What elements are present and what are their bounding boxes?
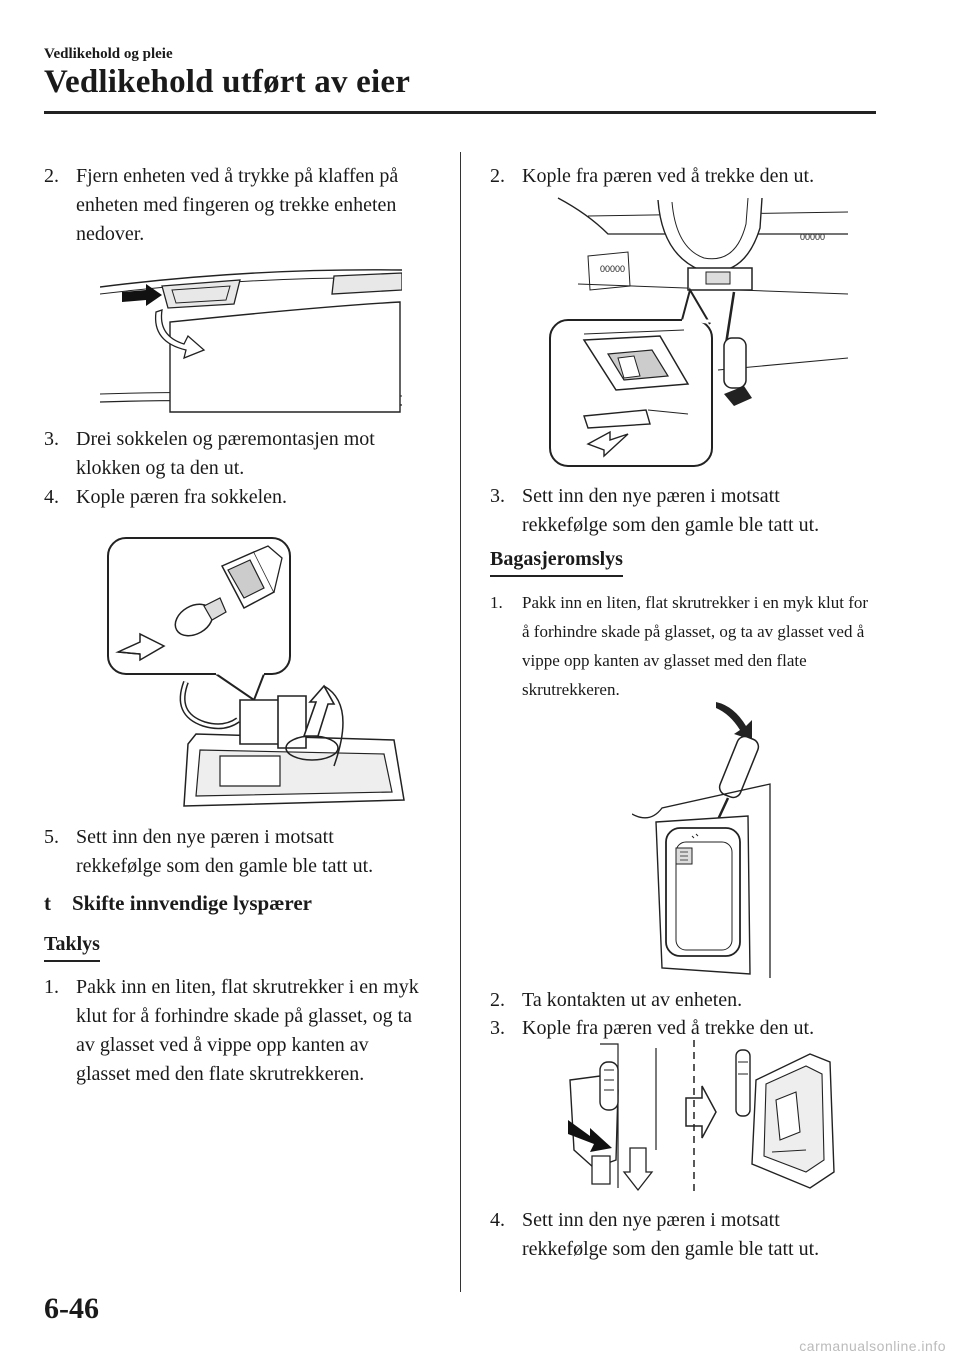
- left-step-4: 4. Kople pæren fra sokkelen.: [44, 483, 424, 512]
- column-divider: [460, 152, 461, 1292]
- step-text: Ta kontakten ut av enheten.: [522, 989, 743, 1011]
- step-text: Sett inn den nye pæren i motsatt rekkefø…: [522, 485, 820, 536]
- page-number: 6-46: [44, 1292, 99, 1325]
- step-text: Fjern enheten ved å trykke på klaffen på…: [76, 165, 399, 245]
- page-title: Vedlikehold utført av eier: [44, 64, 411, 100]
- title-rule: [44, 111, 876, 114]
- subheading-bagasjeromslys: Bagasjeromslys: [490, 548, 623, 577]
- step-text: Kople pæren fra sokkelen.: [76, 486, 288, 508]
- step-number: 1.: [490, 593, 503, 612]
- panel-code-left: 00000: [600, 264, 625, 274]
- bag-step-1: 1. Pakk inn en liten, flat skrutrekker i…: [490, 588, 870, 704]
- step-text: Drei sokkelen og pæremontasjen mot klokk…: [76, 428, 375, 479]
- step-text: Pakk inn en liten, flat skrutrekker i en…: [76, 976, 419, 1085]
- subheading-text: Taklys: [44, 933, 100, 962]
- step-text: Pakk inn en liten, flat skrutrekker i en…: [522, 593, 869, 699]
- step-number: 2.: [490, 989, 505, 1011]
- step-number: 1.: [44, 976, 59, 998]
- step-number: 2.: [490, 165, 505, 187]
- step-number: 2.: [44, 165, 59, 187]
- figure-socket-bulb: [104, 534, 410, 814]
- taklys-step-1: 1. Pakk inn en liten, flat skrutrekker i…: [44, 973, 424, 1089]
- right-step-3: 3. Sett inn den nye pæren i motsatt rekk…: [490, 482, 870, 540]
- bag-step-2: 2. Ta kontakten ut av enheten.: [490, 986, 870, 1015]
- section-bullet: t: [44, 891, 51, 915]
- right-step-2: 2. Kople fra pæren ved å trekke den ut.: [490, 162, 870, 191]
- figure-bulb-sequence: [568, 1040, 840, 1196]
- step-number: 5.: [44, 826, 59, 848]
- left-step-5: 5. Sett inn den nye pæren i motsatt rekk…: [44, 823, 424, 881]
- section-label: Vedlikehold og pleie: [44, 46, 173, 62]
- left-step-2: 2. Fjern enheten ved å trykke på klaffen…: [44, 162, 424, 249]
- step-text: Kople fra pæren ved å trekke den ut.: [522, 1017, 815, 1039]
- step-number: 4.: [490, 1209, 505, 1231]
- subheading-text: Bagasjeromslys: [490, 548, 623, 577]
- left-step-3: 3. Drei sokkelen og pæremontasjen mot kl…: [44, 425, 424, 483]
- panel-code-right: 00000: [800, 232, 825, 242]
- step-number: 3.: [44, 428, 59, 450]
- step-number: 3.: [490, 1017, 505, 1039]
- step-text: Sett inn den nye pæren i motsatt rekkefø…: [76, 826, 374, 877]
- section-heading: Skifte innvendige lyspærer: [72, 891, 312, 915]
- step-text: Sett inn den nye pæren i motsatt rekkefø…: [522, 1209, 820, 1260]
- figure-map-light-bulb: 00000 00000: [548, 194, 852, 470]
- figure-luggage-lamp-lens: [632, 702, 774, 980]
- watermark: carmanualsonline.info: [799, 1338, 946, 1354]
- bag-step-3: 3. Kople fra pæren ved å trekke den ut.: [490, 1014, 870, 1043]
- bag-step-4: 4. Sett inn den nye pæren i motsatt rekk…: [490, 1206, 870, 1264]
- step-number: 3.: [490, 485, 505, 507]
- step-text: Kople fra pæren ved å trekke den ut.: [522, 165, 815, 187]
- subheading-taklys: Taklys: [44, 933, 100, 962]
- step-number: 4.: [44, 486, 59, 508]
- figure-unit-removal: [100, 262, 402, 418]
